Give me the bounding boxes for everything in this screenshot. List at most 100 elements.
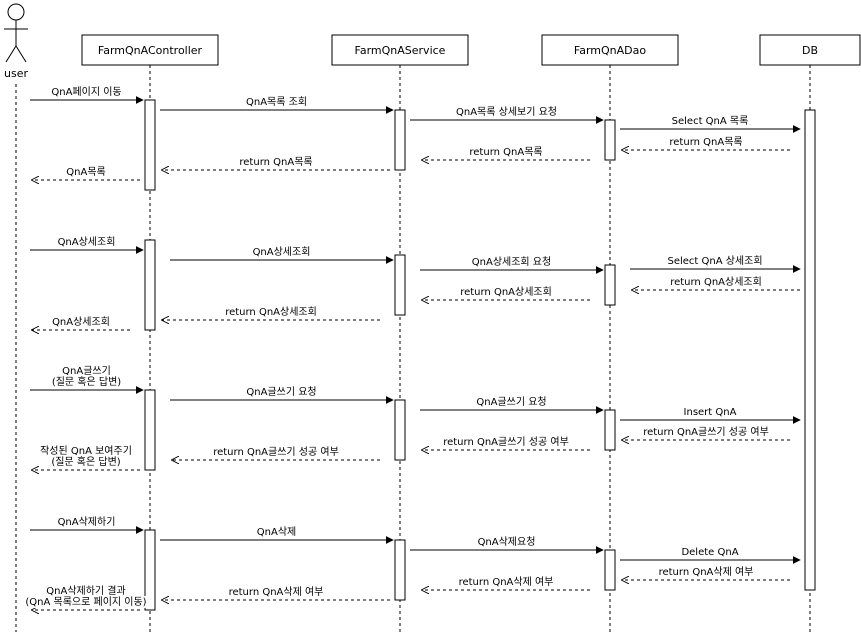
label-background	[666, 255, 764, 267]
message-service-to-dao: QnA글쓰기 요청	[420, 396, 604, 414]
label-background	[680, 547, 740, 558]
message-user-to-controller: QnA글쓰기(질문 혹은 답변)	[30, 365, 144, 394]
message-label: return QnA목록	[669, 136, 742, 148]
label-background	[51, 316, 111, 328]
message-label: QnA삭제하기	[58, 515, 116, 528]
label-background	[470, 256, 553, 268]
activation-bars	[144, 99, 816, 611]
label-background	[459, 286, 553, 298]
activation-controller	[144, 529, 156, 611]
label-background	[669, 276, 763, 288]
label-background	[238, 156, 314, 168]
message-service-to-dao: QnA상세조회 요청	[420, 256, 604, 274]
message-label: return QnA글쓰기 성공 여부	[213, 446, 339, 458]
label-background	[457, 576, 555, 588]
participants: FarmQnAController FarmQnAService FarmQnADa…	[81, 34, 861, 66]
label-background	[245, 386, 318, 398]
message-label: QnA삭제하기 결과	[46, 584, 125, 597]
message-dao-to-service: return QnA상세조회	[422, 286, 590, 300]
label-background	[56, 236, 117, 248]
message-service-to-dao: QnA목록 상세보기 요청	[410, 106, 604, 124]
message-dao-to-db: Delete QnA	[620, 547, 801, 564]
message-label: return QnA글쓰기 성공 여부	[643, 426, 769, 438]
participant-service: FarmQnAService	[331, 34, 469, 66]
message-controller-to-user: QnA삭제하기 결과(QnA 목록으로 페이지 이동)	[24, 584, 148, 610]
message-label: QnA상세조회	[52, 316, 110, 328]
message-controller-to-user: 작성된 QnA 보여주기(질문 혹은 답변)	[32, 445, 140, 470]
message-label: return QnA글쓰기 성공 여부	[443, 436, 569, 448]
activation-dao	[604, 549, 616, 591]
activation-service	[394, 539, 406, 601]
activation-service	[394, 399, 406, 461]
label-background	[24, 596, 148, 608]
message-label: QnA삭제요청	[478, 536, 536, 548]
label-background	[224, 306, 318, 318]
message-label: QnA목록 조회	[246, 96, 307, 108]
message-db-to-dao: return QnA글쓰기 성공 여부	[622, 426, 790, 440]
message-controller-to-user: QnA상세조회	[32, 316, 130, 330]
participant-dao: FarmQnADao	[541, 34, 679, 66]
label-background	[45, 584, 127, 597]
message-service-to-controller: return QnA목록	[162, 156, 390, 170]
label-background	[61, 365, 112, 377]
message-label: return QnA삭제 여부	[459, 576, 554, 588]
message-user-to-controller: QnA페이지 이동	[30, 86, 144, 104]
message-user-to-controller: QnA삭제하기	[30, 515, 144, 534]
message-db-to-dao: return QnA삭제 여부	[622, 566, 790, 580]
label-background	[442, 436, 570, 448]
label-background	[65, 166, 107, 178]
participant-label: FarmQnADao	[574, 44, 646, 57]
participant-box	[81, 34, 219, 66]
participant-db: DB	[759, 34, 861, 66]
label-background	[39, 445, 133, 457]
message-controller-to-service: QnA삭제	[160, 526, 394, 544]
message-dao-to-db: Select QnA 상세조회	[630, 255, 801, 273]
label-background	[476, 536, 537, 548]
message-label: 작성된 QnA 보여주기	[40, 445, 132, 457]
message-controller-to-service: QnA상세조회	[170, 246, 394, 264]
message-controller-to-service: QnA목록 조회	[160, 96, 394, 114]
label-background	[468, 146, 544, 158]
label-background	[454, 106, 559, 118]
participant-box	[331, 34, 469, 66]
message-user-to-controller: QnA상세조회	[30, 236, 144, 254]
message-label: return QnA상세조회	[225, 306, 317, 318]
message-label: QnA삭제	[257, 526, 296, 538]
message-label: QnA상세조회 요청	[472, 256, 551, 268]
message-controller-to-user: QnA목록	[32, 166, 140, 180]
message-service-to-controller: return QnA삭제 여부	[162, 586, 390, 600]
label-background	[251, 246, 312, 258]
activation-service	[394, 254, 406, 316]
label-background	[50, 86, 123, 98]
label-background	[50, 375, 123, 388]
label-background	[475, 396, 548, 408]
message-label: (질문 혹은 답변)	[51, 455, 120, 468]
message-label: QnA페이지 이동	[51, 86, 121, 98]
label-background	[227, 586, 325, 598]
participant-label: FarmQnAService	[355, 44, 446, 57]
message-label: return QnA삭제 여부	[229, 586, 324, 598]
message-label: Delete QnA	[681, 547, 738, 558]
label-background	[212, 446, 340, 458]
message-label: QnA상세조회	[58, 236, 116, 248]
label-background	[255, 526, 298, 538]
message-db-to-dao: return QnA상세조회	[632, 276, 800, 290]
message-label: Insert QnA	[684, 407, 737, 418]
message-label: return QnA목록	[469, 146, 542, 158]
label-background	[642, 426, 770, 438]
message-label: QnA글쓰기 요청	[476, 396, 546, 408]
message-db-to-dao: return QnA목록	[622, 136, 790, 150]
message-controller-to-service: QnA글쓰기 요청	[170, 386, 394, 404]
message-label: QnA목록 상세보기 요청	[456, 106, 557, 118]
participant-controller: FarmQnAController	[81, 34, 219, 66]
message-dao-to-service: return QnA삭제 여부	[422, 576, 590, 590]
label-background	[244, 96, 309, 108]
message-label: QnA글쓰기 요청	[246, 386, 316, 398]
label-background	[56, 515, 117, 528]
activation-controller	[144, 239, 156, 331]
stick-figure-icon	[4, 3, 28, 63]
participant-box	[541, 34, 679, 66]
message-label: (질문 혹은 답변)	[52, 375, 121, 388]
label-background	[670, 115, 750, 127]
message-dao-to-service: return QnA목록	[422, 146, 590, 160]
